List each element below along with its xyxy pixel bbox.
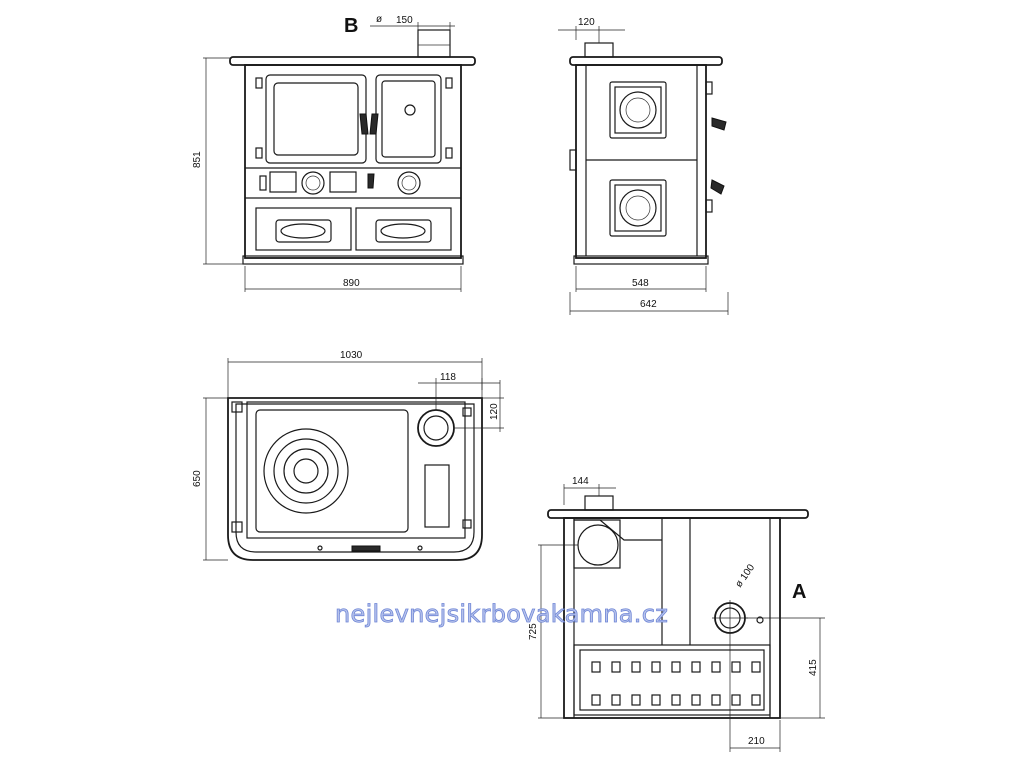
dim-front-width: 890 — [343, 278, 360, 289]
dim-rear-outlet-offset: 210 — [748, 736, 765, 747]
dim-top-flue-x: 118 — [440, 372, 456, 383]
front-flue — [417, 29, 451, 58]
dim-top-depth: 650 — [192, 470, 203, 487]
front-top-plate — [229, 56, 476, 66]
diameter-symbol-front: ø — [376, 14, 382, 25]
rear-ash-grille — [573, 644, 771, 716]
side-top-plate — [569, 56, 723, 66]
dim-front-height: 851 — [192, 151, 203, 168]
front-fire-door — [375, 74, 442, 164]
front-oven-door — [265, 74, 367, 164]
front-door-knob — [404, 104, 416, 116]
side-vent-upper — [609, 81, 667, 139]
front-air-control-left — [301, 171, 325, 195]
watermark-text: nejlevnejsikrbovakamna.cz — [335, 600, 668, 628]
front-drawer-left — [255, 207, 352, 251]
front-drawer-right — [355, 207, 452, 251]
front-plinth — [242, 255, 464, 265]
front-air-control-right — [397, 171, 421, 195]
front-ash-panel-left — [269, 171, 297, 193]
rear-view: 144 ø 100 A 725 415 210 — [528, 476, 825, 752]
top-hotplate-ring-1 — [263, 428, 349, 514]
top-water-tank — [424, 464, 450, 528]
side-handle-lower — [710, 179, 725, 195]
rear-grille-slots — [591, 661, 761, 706]
dim-rear-outlet-height: 415 — [808, 659, 819, 676]
rear-top-plate — [547, 509, 809, 519]
top-hob — [246, 401, 466, 539]
side-body — [575, 64, 707, 259]
dim-top-flue-y: 120 — [489, 403, 500, 420]
front-ash-panel-right — [329, 171, 357, 193]
dim-rear-height: 725 — [528, 623, 539, 640]
top-view: 1030 118 120 650 — [192, 350, 504, 561]
rear-flue — [584, 495, 614, 511]
view-label-b: B — [344, 15, 358, 37]
top-cooking-plate — [255, 409, 409, 533]
dim-side-depth-total: 642 — [640, 299, 657, 310]
dim-rear-flue-offset: 144 — [572, 476, 589, 487]
dim-rear-outlet-diameter: ø 100 — [733, 562, 757, 590]
dim-side-flue-offset: 120 — [578, 17, 595, 28]
front-body — [244, 64, 462, 259]
dim-flue-diameter-front: 150 — [396, 15, 413, 26]
rear-flue-box — [573, 519, 621, 569]
top-outline — [227, 397, 483, 561]
front-handle-left — [359, 113, 369, 135]
dim-top-width: 1030 — [340, 350, 363, 361]
front-handle-right — [369, 113, 379, 135]
front-view: B ø 150 851 890 — [192, 14, 476, 292]
side-vent-lower — [609, 179, 667, 237]
dim-side-depth-body: 548 — [632, 278, 649, 289]
side-flue — [584, 42, 614, 58]
side-handle-upper — [711, 117, 727, 131]
side-view: 120 548 642 — [558, 17, 729, 315]
view-label-a: A — [792, 581, 806, 603]
top-flue-ring — [417, 409, 455, 447]
